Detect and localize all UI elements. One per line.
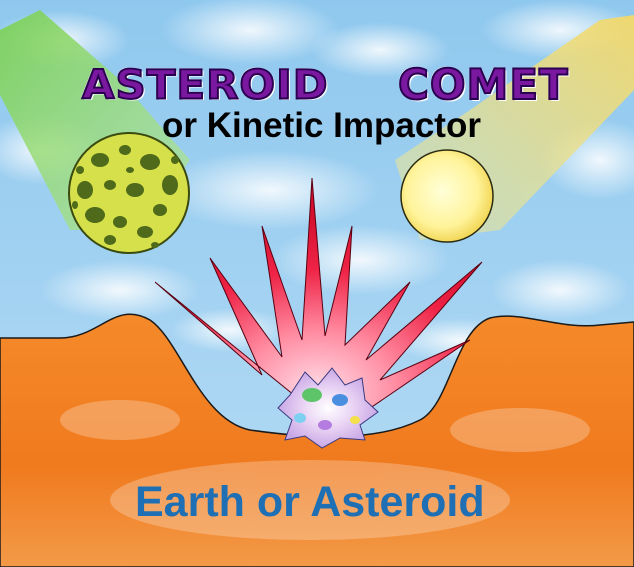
kinetic-impactor-label: or Kinetic Impactor [162,106,481,146]
comet-icon [401,150,493,242]
asteroid-icon [69,133,189,253]
comet-label: COMET [398,60,569,109]
target-label: Earth or Asteroid [135,478,485,527]
asteroid-label: ASTEROID [82,61,329,108]
